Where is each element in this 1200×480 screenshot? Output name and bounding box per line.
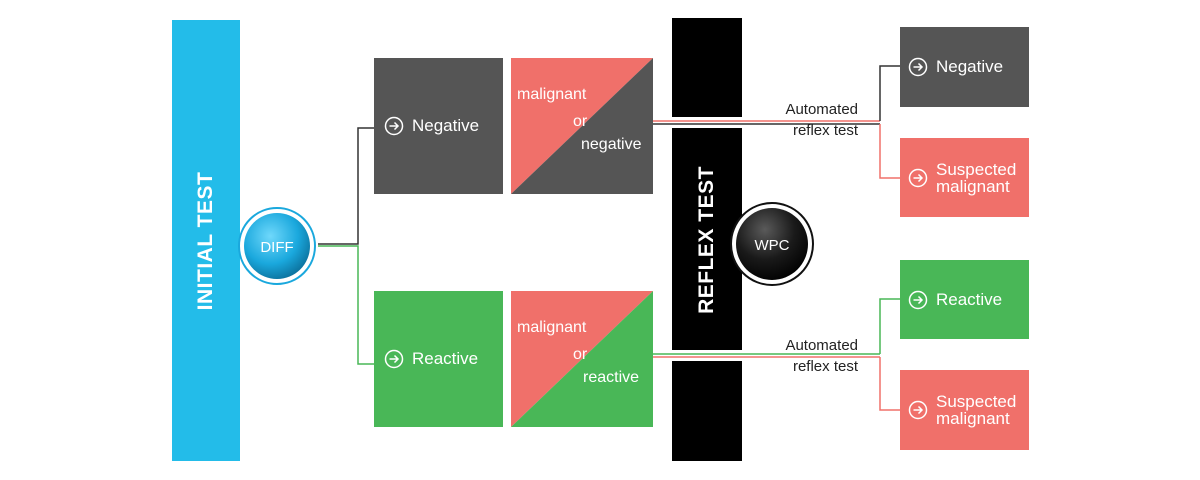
arrow-right-circle-icon — [384, 349, 404, 369]
reflex-gap-bottom — [672, 350, 742, 361]
split-text-or: or — [573, 113, 588, 130]
wpc-node: WPC — [730, 202, 814, 286]
reactive-result-label: Reactive — [412, 349, 479, 368]
reflex-gap-top — [672, 117, 742, 128]
outcome-reactive-label: Reactive — [936, 289, 1003, 309]
reactive-result-box: Reactive — [374, 291, 503, 427]
negative-result-label: Negative — [412, 116, 480, 135]
split-text-negative: negative — [581, 136, 642, 153]
split-text-malignant: malignant — [517, 319, 587, 336]
outcome-negative-label: Negative — [936, 57, 1004, 76]
initial-test-label: INITIAL TEST — [194, 171, 217, 310]
initial-test-bar: INITIAL TEST — [172, 20, 240, 461]
split-text-malignant: malignant — [517, 86, 587, 103]
outcome-suspected-malignant-label: Suspected malignant — [936, 159, 1017, 196]
automated-reflex-text-bottom: Automated reflex test — [785, 337, 858, 375]
arrow-right-circle-icon — [384, 116, 404, 136]
reflex-test-label: REFLEX TEST — [695, 165, 718, 314]
outcome-reactive-box: Reactive — [900, 260, 1029, 339]
arrow-right-circle-icon — [908, 57, 928, 77]
reflex-gap-top-lines — [672, 120, 742, 125]
wpc-label: WPC — [755, 237, 790, 254]
arrow-right-circle-icon — [908, 290, 928, 310]
outcome-negative-box: Negative — [900, 27, 1029, 107]
split-text-reactive: reactive — [583, 369, 640, 386]
arrow-right-circle-icon — [908, 168, 928, 188]
reflex-gap-bottom-lines — [672, 353, 742, 358]
malignant-or-negative-box: malignant or negative — [511, 58, 653, 194]
negative-result-box: Negative — [374, 58, 503, 194]
arrow-right-circle-icon — [908, 400, 928, 420]
diff-label: DIFF — [260, 239, 293, 256]
outcome-suspected-malignant-box-top: Suspected malignant — [900, 138, 1029, 217]
malignant-or-reactive-box: malignant or reactive — [511, 291, 653, 427]
outcome-suspected-malignant-label: Suspected malignant — [936, 392, 1017, 428]
automated-reflex-text-top: Automated reflex test — [785, 101, 858, 139]
split-text-or: or — [573, 346, 588, 363]
diff-node: DIFF — [238, 207, 316, 285]
outcome-suspected-malignant-box-bottom: Suspected malignant — [900, 370, 1029, 450]
